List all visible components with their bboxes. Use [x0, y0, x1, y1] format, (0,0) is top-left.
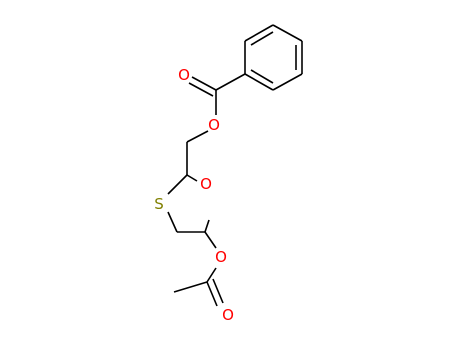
- ester-oxygen-bottom-label: O: [215, 248, 227, 266]
- acetate-bonds: [173, 231, 224, 307]
- benzoate-bonds: [186, 73, 246, 175]
- oxathiolane-ring: [167, 174, 210, 233]
- ring-oxygen-label: O: [200, 175, 212, 193]
- benzene-ring: [244, 24, 303, 91]
- ring-sulfur-label: S: [154, 195, 164, 213]
- carbonyl-oxygen-bottom-label: O: [222, 306, 234, 324]
- ester-oxygen-top-label: O: [208, 116, 220, 134]
- atom-labels: O O S O O O: [154, 66, 234, 324]
- carbonyl-oxygen-top-label: O: [178, 66, 190, 84]
